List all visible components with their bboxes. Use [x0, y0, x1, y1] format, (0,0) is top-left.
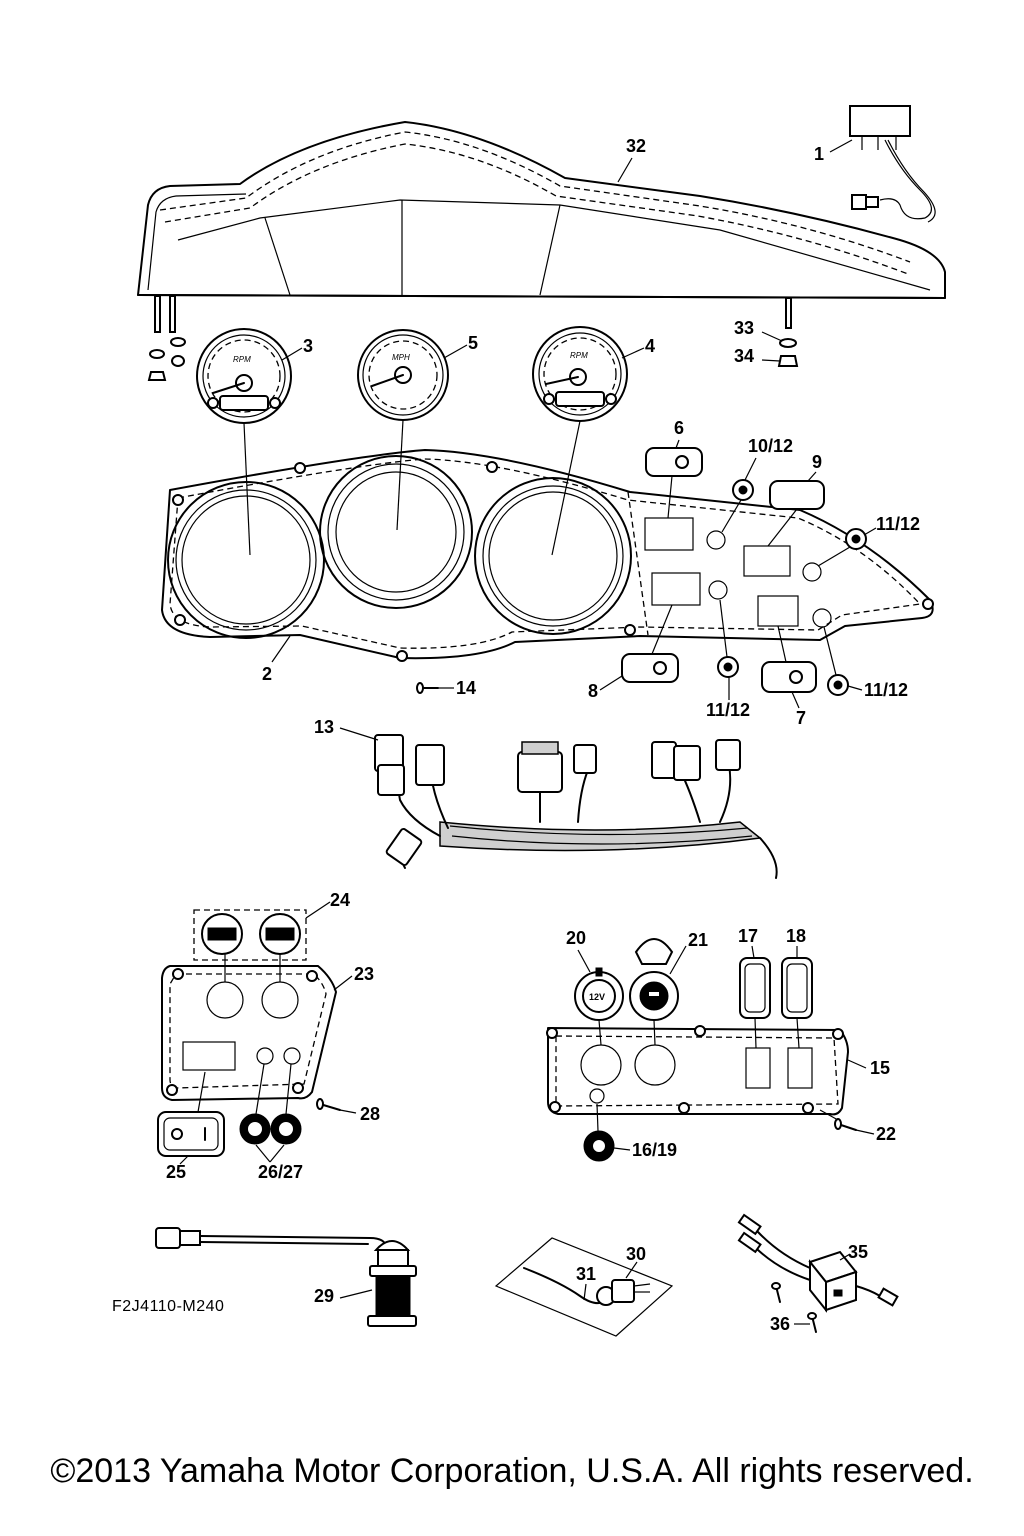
- switch-part-8: [621, 653, 679, 683]
- callout-30: 30: [626, 1244, 646, 1264]
- grommet-part-16-19: [583, 1130, 615, 1162]
- callout-11-12-a: 11/12: [876, 514, 920, 534]
- grommet-part-11-12-b: [717, 656, 739, 678]
- grommets-part-26-27: [239, 1113, 302, 1145]
- callout-3: 3: [303, 336, 313, 356]
- relay-part-1: [849, 105, 936, 223]
- callout-35: 35: [848, 1242, 868, 1262]
- callout-5: 5: [468, 333, 478, 353]
- grommet-part-11-12-c: [827, 674, 849, 696]
- instrument-panel-part-2: [161, 449, 934, 662]
- socket-12v-label: 12V: [589, 992, 605, 1002]
- callout-6: 6: [674, 418, 684, 438]
- callout-24: 24: [330, 890, 350, 910]
- tachometer-part-3: RPM: [196, 328, 292, 424]
- callout-10-12: 10/12: [748, 436, 793, 456]
- callout-11-12-c: 11/12: [864, 680, 908, 700]
- switch-part-9: [769, 480, 825, 510]
- accessory-panel-part-15: [546, 1025, 849, 1116]
- accessory-panel-part-23: [161, 909, 337, 1101]
- rocker-switch-part-17: [739, 957, 771, 1019]
- callout-23: 23: [354, 964, 374, 984]
- washers-nuts-left: [147, 337, 186, 381]
- callout-28: 28: [360, 1104, 380, 1124]
- callout-34: 34: [734, 346, 754, 366]
- callout-11-12-b: 11/12: [706, 700, 750, 720]
- callout-15: 15: [870, 1058, 890, 1078]
- wire-harness-part-13: [374, 734, 778, 879]
- callout-16-19: 16/19: [632, 1140, 677, 1160]
- callout-17: 17: [738, 926, 758, 946]
- callout-32: 32: [626, 136, 646, 156]
- callout-7: 7: [796, 708, 806, 728]
- callout-21: 21: [688, 930, 708, 950]
- screw-part-28: [316, 1098, 341, 1111]
- rpm-label-4: RPM: [570, 351, 588, 360]
- washer-nut-33-34: [777, 338, 799, 367]
- sensor-part-29: [155, 1227, 417, 1327]
- rocker-switch-part-18: [781, 957, 813, 1019]
- callout-9: 9: [812, 452, 822, 472]
- switch-part-7: [761, 661, 817, 693]
- rpm-label-3: RPM: [233, 355, 251, 364]
- callout-26-27: 26/27: [258, 1162, 303, 1182]
- power-socket-part-20: 12V: [574, 967, 624, 1021]
- usb-socket-part-21: [629, 938, 679, 1021]
- callout-22: 22: [876, 1124, 896, 1144]
- converter-part-35: [737, 1213, 899, 1333]
- callout-25: 25: [166, 1162, 186, 1182]
- callout-2: 2: [262, 664, 272, 684]
- callout-33: 33: [734, 318, 754, 338]
- callout-18: 18: [786, 926, 806, 946]
- callout-1: 1: [814, 144, 824, 164]
- callout-8: 8: [588, 681, 598, 701]
- callout-13: 13: [314, 717, 334, 737]
- rocker-switch-part-25: [157, 1111, 225, 1157]
- speedometer-part-5: MPH: [357, 329, 449, 421]
- screw-part-22: [834, 1118, 857, 1131]
- diagram-code: F2J4110-M240: [112, 1298, 225, 1315]
- grommet-part-11-12-a: [845, 528, 867, 550]
- switch-part-6: [645, 447, 703, 477]
- callout-29: 29: [314, 1286, 334, 1306]
- copyright-notice: ©2013 Yamaha Motor Corporation, U.S.A. A…: [50, 1452, 974, 1490]
- grommet-part-10-12: [732, 479, 754, 501]
- callout-4: 4: [645, 336, 655, 356]
- callout-36: 36: [770, 1314, 790, 1334]
- mph-label-5: MPH: [392, 353, 410, 362]
- callout-31: 31: [576, 1264, 596, 1284]
- callout-14: 14: [456, 678, 476, 698]
- screw-part-14: [416, 682, 439, 694]
- ignition-kit-part-30: [494, 1237, 674, 1337]
- callout-20: 20: [566, 928, 586, 948]
- tachometer-part-4: RPM: [532, 326, 628, 422]
- dash-cover-part-32: [137, 121, 946, 333]
